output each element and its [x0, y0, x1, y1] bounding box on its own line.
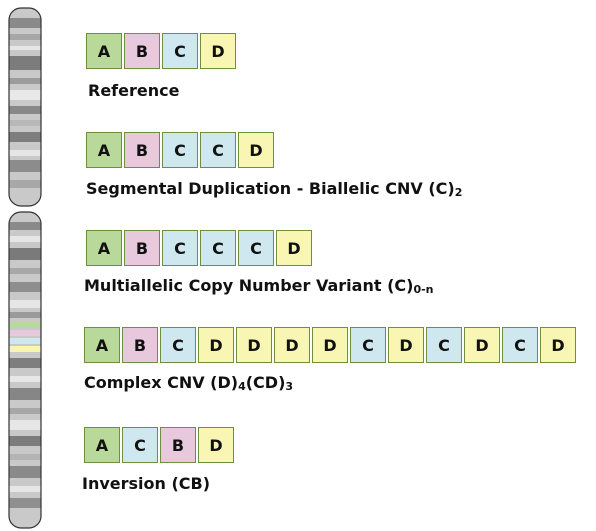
chromosome-ideogram	[8, 7, 42, 529]
inversion-label: Inversion (CB)	[82, 474, 211, 493]
segment-d: D	[464, 327, 500, 363]
segment-d: D	[276, 230, 312, 266]
segment-d: D	[274, 327, 310, 363]
segment-b: B	[160, 427, 196, 463]
segment-c: C	[426, 327, 462, 363]
segment-d: D	[312, 327, 348, 363]
segment-c: C	[238, 230, 274, 266]
segment-c: C	[162, 230, 198, 266]
segment-b: B	[124, 230, 160, 266]
complex-cnv-label: Complex CNV (D)4(CD)3	[84, 373, 294, 393]
segmental-duplication-label: Segmental Duplication - Biallelic CNV (C…	[86, 179, 463, 199]
segment-c: C	[122, 427, 158, 463]
segment-b: B	[124, 132, 160, 168]
segment-d: D	[238, 132, 274, 168]
segment-c: C	[160, 327, 196, 363]
segment-d: D	[388, 327, 424, 363]
segment-a: A	[86, 230, 122, 266]
segment-d: D	[200, 33, 236, 69]
segment-c: C	[162, 33, 198, 69]
segment-a: A	[86, 33, 122, 69]
segment-d: D	[198, 327, 234, 363]
segment-c: C	[200, 132, 236, 168]
segment-d: D	[540, 327, 576, 363]
segment-c: C	[350, 327, 386, 363]
segment-d: D	[198, 427, 234, 463]
multiallelic-label: Multiallelic Copy Number Variant (C)0-n	[84, 276, 434, 296]
segment-c: C	[502, 327, 538, 363]
segment-d: D	[236, 327, 272, 363]
segment-a: A	[84, 427, 120, 463]
segment-c: C	[200, 230, 236, 266]
segment-a: A	[84, 327, 120, 363]
reference-label: Reference	[88, 81, 180, 100]
segment-c: C	[162, 132, 198, 168]
segment-b: B	[122, 327, 158, 363]
segment-a: A	[86, 132, 122, 168]
segment-b: B	[124, 33, 160, 69]
